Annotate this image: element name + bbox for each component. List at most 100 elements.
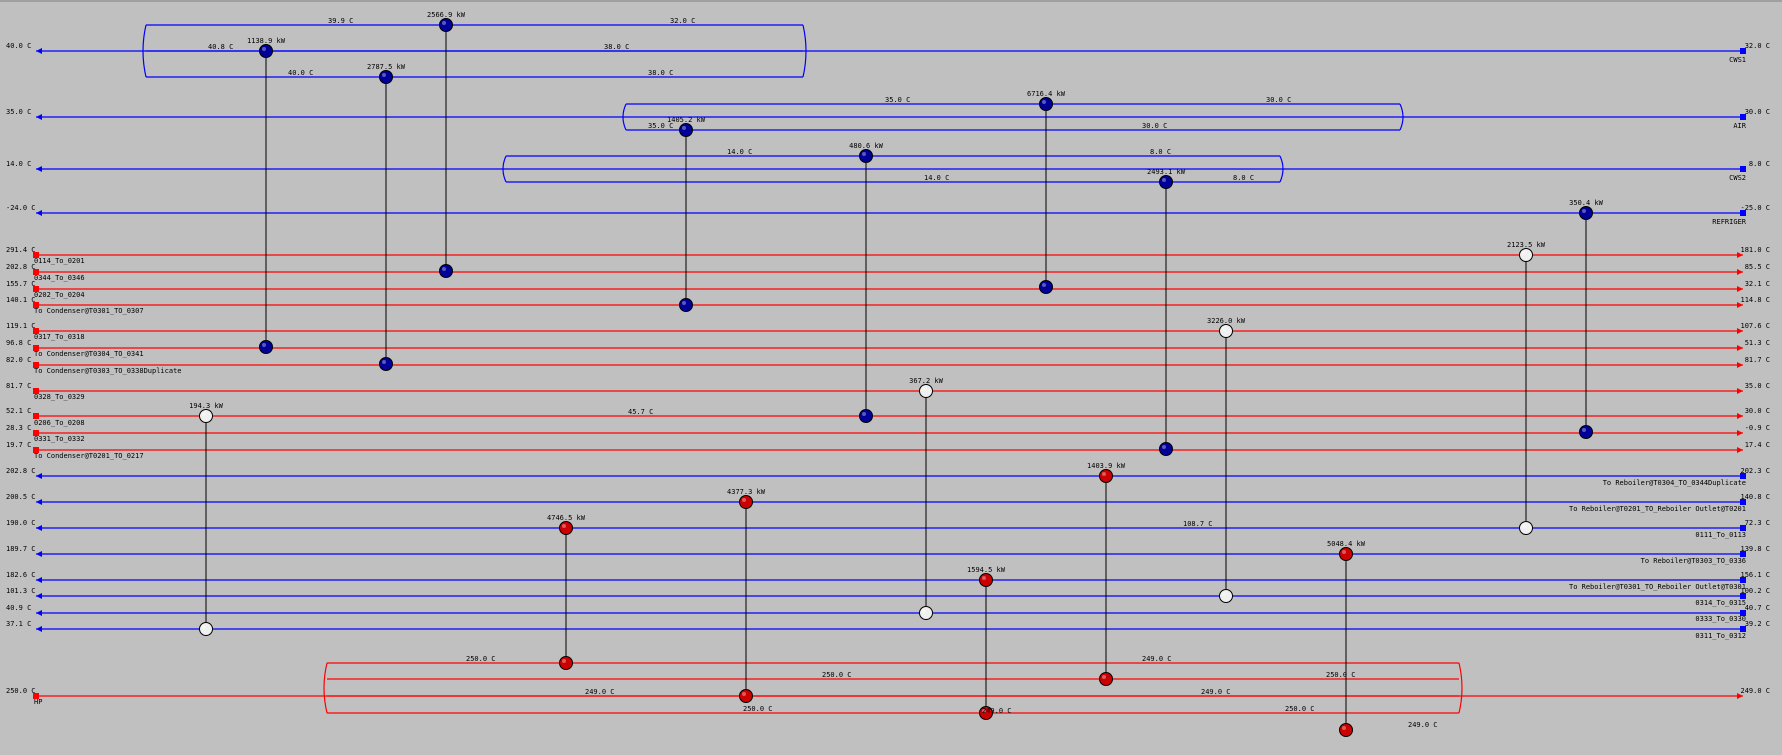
- cooler-node[interactable]: [1579, 425, 1593, 439]
- cooler-node-duty: 2493.1 kW: [1147, 168, 1186, 176]
- cooler-node[interactable]: [439, 264, 453, 278]
- stream-endpoint[interactable]: [1740, 499, 1746, 505]
- process-exchanger-node[interactable]: [1219, 589, 1233, 603]
- stream-outlet-temp: 181.0 C: [1740, 246, 1770, 254]
- stream-endpoint[interactable]: [1740, 48, 1746, 54]
- cooler-node[interactable]: [379, 70, 393, 84]
- heater-node[interactable]: [1339, 547, 1353, 561]
- cooler-node[interactable]: [859, 149, 873, 163]
- cooler-node[interactable]: [259, 340, 273, 354]
- process-exchanger-node[interactable]: [1519, 248, 1533, 262]
- heater-node[interactable]: [559, 656, 573, 670]
- stream-endpoint[interactable]: [1740, 577, 1746, 583]
- stream-outlet-temp: -0.9 C: [1745, 424, 1770, 432]
- process-exchanger-node[interactable]: [199, 409, 213, 423]
- stream-endpoint[interactable]: [1740, 210, 1746, 216]
- stream-endpoint[interactable]: [33, 362, 39, 368]
- stream-endpoint[interactable]: [1740, 114, 1746, 120]
- heater-node[interactable]: [1339, 723, 1353, 737]
- cooler-node[interactable]: [1039, 280, 1053, 294]
- utility-inlet-temp: -25.0 C: [1740, 204, 1770, 212]
- stream-name: 0206_To_0208: [34, 419, 85, 427]
- cws1-split-mixer: [142, 24, 147, 78]
- stream-inlet-temp: 82.0 C: [6, 356, 31, 364]
- stream-outlet-temp: 40.9 C: [6, 604, 31, 612]
- stream-endpoint[interactable]: [33, 693, 39, 699]
- utility-inlet-temp: 8.0 C: [1749, 160, 1770, 168]
- stream-endpoint[interactable]: [33, 328, 39, 334]
- cooler-node[interactable]: [379, 357, 393, 371]
- cooler-node[interactable]: [859, 409, 873, 423]
- process-exchanger-node-duty: 367.2 kW: [909, 377, 944, 385]
- process-exchanger-node-highlight: [1222, 592, 1226, 596]
- flow-arrow-left: [36, 551, 42, 557]
- stream-endpoint[interactable]: [33, 252, 39, 258]
- process-exchanger-node[interactable]: [919, 606, 933, 620]
- heater-node[interactable]: [739, 689, 753, 703]
- stream-inlet-temp: 100.2 C: [1740, 587, 1770, 595]
- heater-node-duty: 4377.3 kW: [727, 488, 766, 496]
- cooler-node[interactable]: [679, 298, 693, 312]
- stream-endpoint[interactable]: [33, 413, 39, 419]
- stream-outlet-temp: 190.0 C: [6, 519, 36, 527]
- stream-name: 0317_To_0318: [34, 333, 85, 341]
- stream-endpoint[interactable]: [1740, 626, 1746, 632]
- stream-endpoint[interactable]: [33, 388, 39, 394]
- stream-inlet-temp: 96.8 C: [6, 339, 31, 347]
- split-temperature: 30.0 C: [1266, 96, 1291, 104]
- heater-node[interactable]: [1099, 469, 1113, 483]
- stream-name: 0328_To_0329: [34, 393, 85, 401]
- stream-endpoint[interactable]: [33, 286, 39, 292]
- cooler-node-highlight: [382, 360, 386, 364]
- cooler-node[interactable]: [439, 18, 453, 32]
- stream-endpoint[interactable]: [33, 430, 39, 436]
- cooler-node-highlight: [382, 73, 386, 77]
- stream-endpoint[interactable]: [1740, 166, 1746, 172]
- stream-endpoint[interactable]: [33, 447, 39, 453]
- stream-inlet-temp: 52.1 C: [6, 407, 31, 415]
- heater-node[interactable]: [1099, 672, 1113, 686]
- stream-endpoint[interactable]: [33, 269, 39, 275]
- stream-endpoint[interactable]: [1740, 551, 1746, 557]
- utility-outlet-temp: -24.0 C: [6, 204, 36, 212]
- cooler-node[interactable]: [259, 44, 273, 58]
- process-exchanger-node[interactable]: [1519, 521, 1533, 535]
- stream-endpoint[interactable]: [1740, 473, 1746, 479]
- heater-node[interactable]: [559, 521, 573, 535]
- heater-node[interactable]: [739, 495, 753, 509]
- utility-name: HP: [34, 698, 42, 706]
- heater-node-highlight: [1102, 675, 1106, 679]
- process-exchanger-node-highlight: [1222, 327, 1226, 331]
- stream-outlet-temp: 85.5 C: [1745, 263, 1770, 271]
- heater-node[interactable]: [979, 706, 993, 720]
- process-exchanger-node[interactable]: [919, 384, 933, 398]
- stream-endpoint[interactable]: [33, 302, 39, 308]
- heater-node[interactable]: [979, 573, 993, 587]
- flow-arrow-left: [36, 626, 42, 632]
- stream-outlet-temp: 17.4 C: [1745, 441, 1770, 449]
- cooler-node[interactable]: [1159, 442, 1173, 456]
- cooler-node[interactable]: [1159, 175, 1173, 189]
- stream-endpoint[interactable]: [1740, 610, 1746, 616]
- cooler-node[interactable]: [679, 123, 693, 137]
- process-exchanger-node[interactable]: [1219, 324, 1233, 338]
- stream-endpoint[interactable]: [1740, 525, 1746, 531]
- split-temperature: 45.7 C: [628, 408, 653, 416]
- split-temperature: 249.0 C: [982, 707, 1012, 715]
- split-temperature: 39.9 C: [328, 17, 353, 25]
- cooler-node[interactable]: [1579, 206, 1593, 220]
- process-exchanger-node[interactable]: [199, 622, 213, 636]
- cooler-node-duty: 1138.9 kW: [247, 37, 286, 45]
- stream-name: To Condenser@T0201_TO_0217: [34, 452, 144, 460]
- heater-node-highlight: [562, 659, 566, 663]
- flow-arrow-right: [1737, 693, 1743, 699]
- stream-name: To Reboiler@T0301_TO_Reboiler Outlet@T03…: [1569, 583, 1746, 591]
- utility-name: CWS2: [1729, 174, 1746, 182]
- stream-outlet-temp: 30.0 C: [1745, 407, 1770, 415]
- split-temperature: 250.0 C: [822, 671, 852, 679]
- stream-name: 0344_To_0346: [34, 274, 85, 282]
- split-temperature: 14.0 C: [727, 148, 752, 156]
- stream-endpoint[interactable]: [33, 345, 39, 351]
- cooler-node[interactable]: [1039, 97, 1053, 111]
- stream-endpoint[interactable]: [1740, 593, 1746, 599]
